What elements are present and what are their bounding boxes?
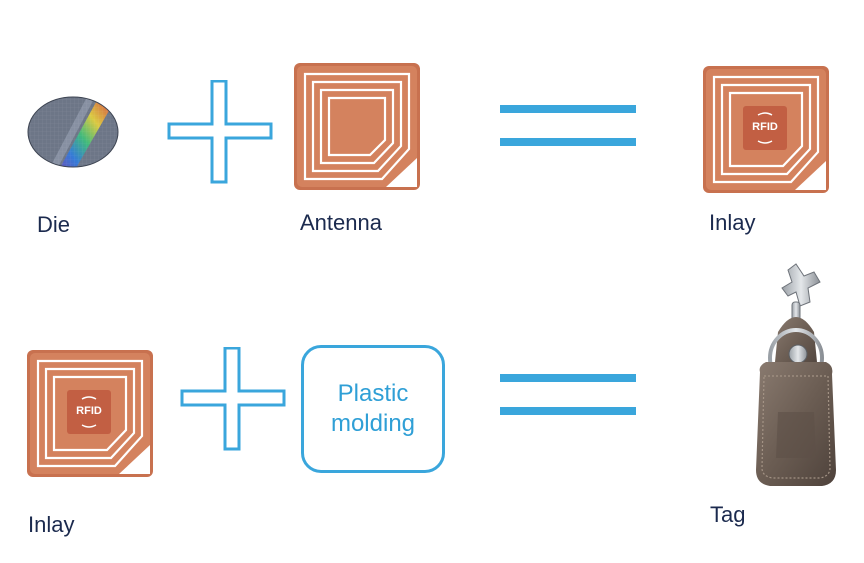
inlay-label: Inlay: [28, 512, 75, 537]
plus-icon: [167, 80, 273, 184]
inlay-result-image: RFID: [703, 66, 829, 193]
inlay-result-label: Inlay: [709, 210, 756, 235]
antenna-image: [294, 63, 420, 190]
tag-label: Tag: [710, 502, 746, 527]
molding-line-1: Plastic: [337, 380, 409, 407]
die-wafer-image: [26, 95, 120, 169]
equals-icon: [500, 374, 636, 418]
die-label: Die: [37, 212, 71, 237]
equals-icon: [500, 105, 636, 149]
molding-line-2: molding: [330, 410, 416, 437]
plastic-molding-box: Plastic molding: [301, 345, 445, 473]
antenna-label: Antenna: [300, 210, 382, 235]
chip-rfid-text: RFID: [76, 405, 102, 417]
chip-rfid-text: RFID: [752, 121, 778, 133]
tag-keyfob-image: [748, 262, 844, 494]
plus-icon: [180, 347, 286, 451]
inlay-image: RFID: [27, 350, 153, 477]
